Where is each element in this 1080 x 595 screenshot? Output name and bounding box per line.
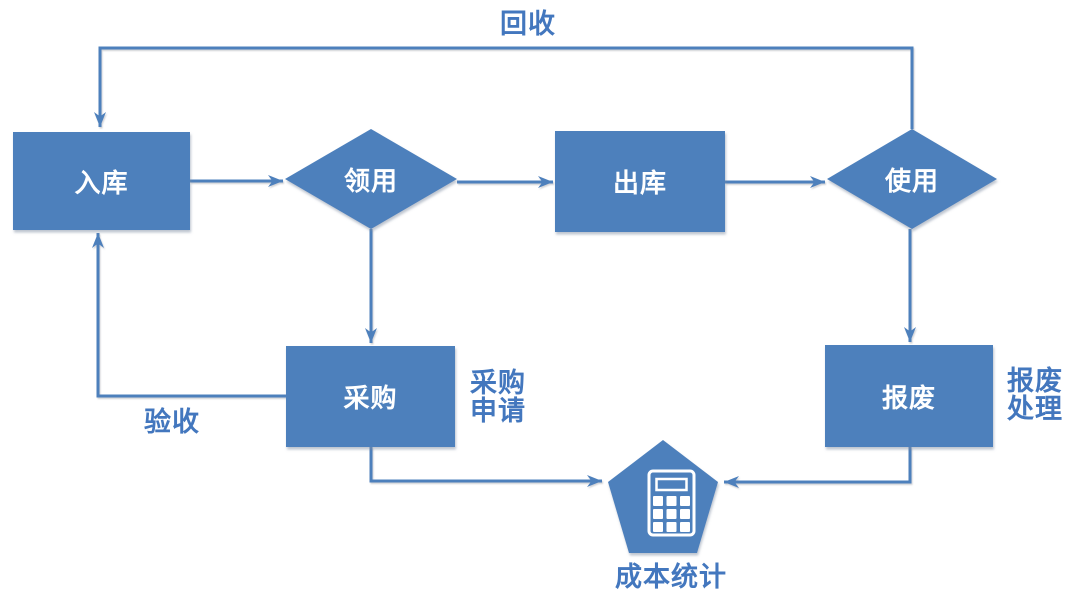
edge-recycle (94, 46, 914, 129)
node-cost (608, 440, 718, 553)
node-usage (827, 129, 997, 229)
edge-purchase-to-cost (369, 447, 602, 487)
calculator-icon (647, 469, 696, 537)
node-outbound (555, 131, 725, 232)
node-purchase (286, 346, 455, 447)
edge-acceptance (92, 233, 286, 398)
edge-scrap-to-cost (724, 447, 912, 488)
node-scrap (825, 345, 993, 447)
node-requisition (285, 129, 457, 229)
node-inbound (13, 132, 190, 230)
